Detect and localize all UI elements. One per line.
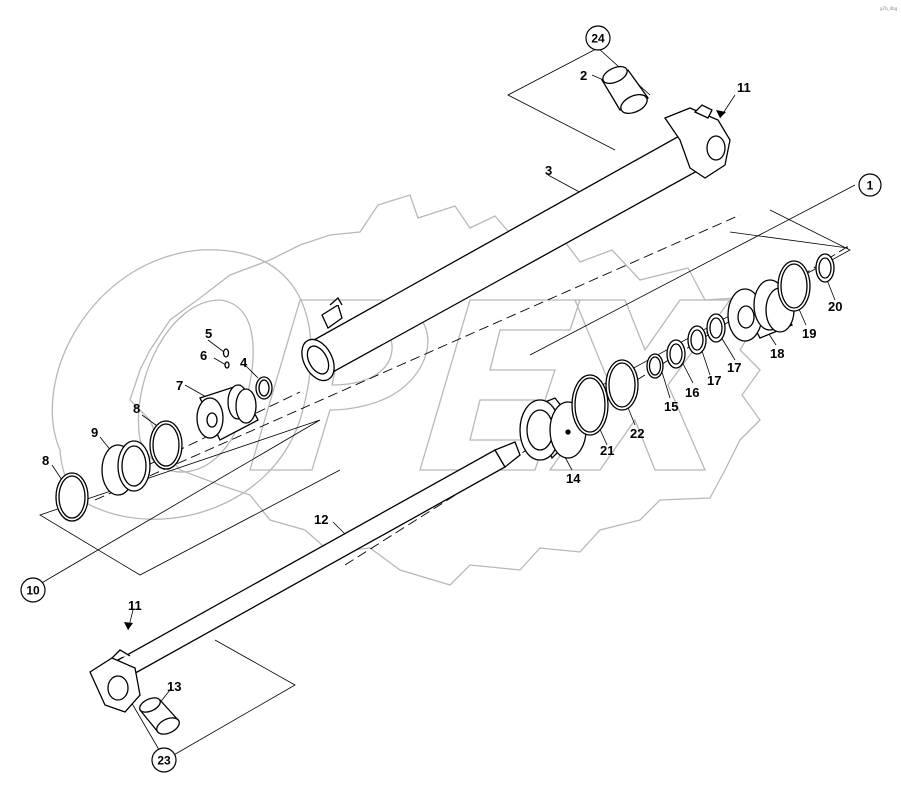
svg-text:24: 24 <box>591 32 605 46</box>
label-16: 16 <box>685 385 699 400</box>
svg-text:1: 1 <box>867 179 874 193</box>
label-15: 15 <box>664 399 678 414</box>
label-7: 7 <box>176 378 183 393</box>
callout-1: 1 <box>858 173 882 197</box>
label-5: 5 <box>205 326 212 341</box>
label-14: 14 <box>566 471 581 486</box>
callout-23: 23 <box>151 747 177 773</box>
barrel-end-eye <box>664 104 731 179</box>
label-17-right: 17 <box>727 360 741 375</box>
label-11-bottom: 11 <box>128 598 142 613</box>
label-9: 9 <box>91 425 98 440</box>
bushing-13 <box>138 697 180 735</box>
label-22: 22 <box>630 426 644 441</box>
gland-and-seals <box>519 253 835 461</box>
piston-assembly <box>55 348 273 522</box>
label-4: 4 <box>240 355 248 370</box>
arrow-11-markers <box>124 110 726 630</box>
piston-rod <box>89 441 521 713</box>
label-6: 6 <box>200 348 207 363</box>
label-13: 13 <box>167 679 181 694</box>
label-19: 19 <box>802 326 816 341</box>
watermark-letter-x <box>548 299 732 471</box>
label-20: 20 <box>828 299 842 314</box>
barrel-tube <box>301 129 709 382</box>
bushing-2 <box>601 65 649 115</box>
label-21: 21 <box>600 443 614 458</box>
label-3: 3 <box>545 163 552 178</box>
svg-text:10: 10 <box>26 584 40 598</box>
label-8-mid: 8 <box>133 401 140 416</box>
label-8-left: 8 <box>42 453 49 468</box>
opex-watermark <box>51 194 761 586</box>
callout-24: 24 <box>585 25 611 51</box>
label-2: 2 <box>580 68 587 83</box>
callout-10: 10 <box>20 577 46 603</box>
label-18: 18 <box>770 346 784 361</box>
label-11-top: 11 <box>737 80 751 95</box>
part-labels: 2 11 3 5 6 4 7 8 9 8 12 11 13 14 21 22 1… <box>42 68 842 694</box>
label-17-left: 17 <box>707 373 721 388</box>
corner-note: g7b_dbg <box>880 6 898 11</box>
label-12: 12 <box>314 512 328 527</box>
svg-text:23: 23 <box>157 754 171 768</box>
watermark-gear <box>129 194 761 586</box>
